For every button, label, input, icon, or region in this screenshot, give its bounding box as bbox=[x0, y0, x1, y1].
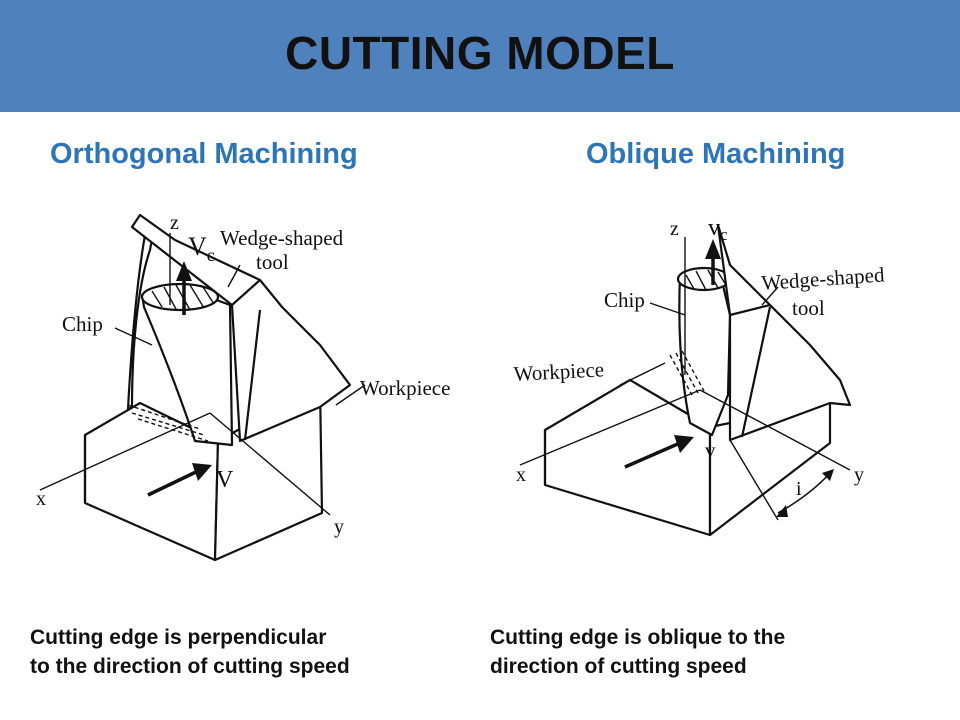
velocity-label: V bbox=[216, 467, 234, 493]
title-banner: CUTTING MODEL bbox=[0, 0, 960, 112]
tool-label-line2: tool bbox=[792, 296, 825, 320]
tool-wedge bbox=[716, 223, 852, 442]
x-axis-label: x bbox=[516, 464, 526, 486]
workpiece-label: Workpiece bbox=[513, 357, 605, 386]
y-axis-label: y bbox=[334, 516, 344, 538]
chip-body bbox=[140, 289, 234, 447]
orthogonal-caption: Cutting edge is perpendicular to the dir… bbox=[30, 623, 470, 681]
tool-label-line2: tool bbox=[256, 250, 289, 274]
oblique-diagram: z vc Chip Wedge-shaped tool Workpiece v … bbox=[480, 195, 940, 595]
oblique-diagram-svg: z vc Chip Wedge-shaped tool Workpiece v … bbox=[513, 215, 886, 537]
x-axis-label: x bbox=[36, 488, 46, 510]
orthogonal-caption-line1: Cutting edge is perpendicular bbox=[30, 626, 327, 649]
y-axis-label: y bbox=[854, 464, 864, 486]
velocity-label: v bbox=[705, 438, 716, 462]
z-axis-label: z bbox=[670, 218, 679, 240]
tool-label-line1: Wedge-shaped bbox=[761, 262, 886, 295]
chip-top-hatch bbox=[140, 282, 220, 312]
z-axis-label: z bbox=[170, 212, 179, 234]
inclination-angle-label: i bbox=[796, 478, 802, 500]
orthogonal-diagram-svg: z Vc Wedge-shaped tool Chip Workpiece V … bbox=[36, 212, 450, 562]
chip-body bbox=[678, 271, 732, 437]
oblique-caption-line1: Cutting edge is oblique to the bbox=[490, 626, 786, 649]
page-title: CUTTING MODEL bbox=[285, 27, 675, 79]
orthogonal-caption-line2: to the direction of cutting speed bbox=[30, 655, 350, 678]
oblique-heading: Oblique Machining bbox=[586, 138, 846, 170]
oblique-caption: Cutting edge is oblique to the direction… bbox=[490, 623, 930, 681]
orthogonal-diagram: z Vc Wedge-shaped tool Chip Workpiece V … bbox=[20, 195, 470, 595]
orthogonal-heading: Orthogonal Machining bbox=[50, 138, 358, 170]
chip-label: Chip bbox=[604, 288, 645, 312]
vc-label: vc bbox=[708, 215, 728, 244]
tool-label-line1: Wedge-shaped bbox=[220, 226, 344, 250]
tool-wedge bbox=[130, 213, 352, 443]
chip-label: Chip bbox=[62, 312, 103, 336]
workpiece-label: Workpiece bbox=[360, 376, 450, 400]
vc-label: Vc bbox=[188, 232, 215, 265]
oblique-caption-line2: direction of cutting speed bbox=[490, 655, 747, 678]
